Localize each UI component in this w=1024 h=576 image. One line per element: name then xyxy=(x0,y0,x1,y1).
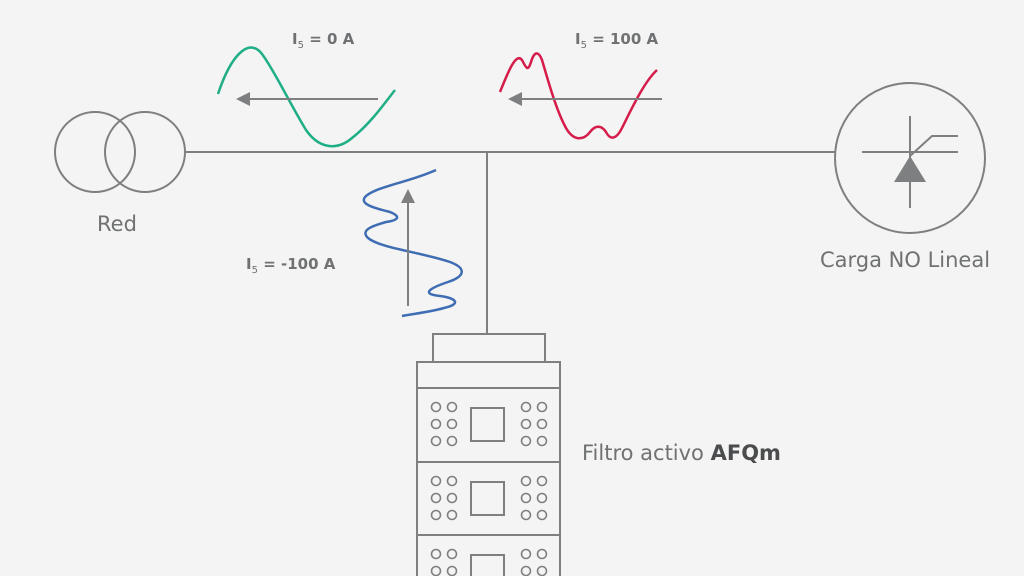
filter-modules xyxy=(430,401,548,576)
module-display xyxy=(470,481,505,516)
module-indicator xyxy=(536,475,548,487)
module-indicator xyxy=(520,565,532,576)
left-arrow-icon xyxy=(508,92,522,106)
module-indicator xyxy=(520,548,532,560)
module-indicator xyxy=(520,475,532,487)
module-indicator xyxy=(446,565,458,576)
module-indicator xyxy=(536,435,548,447)
filter-module xyxy=(430,401,548,447)
current-symbol: I xyxy=(292,30,298,48)
current-value: = 0 A xyxy=(309,30,355,48)
filter-label-prefix: Filtro activo xyxy=(582,441,711,465)
module-indicator xyxy=(430,509,442,521)
current-symbol: I xyxy=(246,255,252,273)
module-indicator xyxy=(536,418,548,430)
module-display xyxy=(470,554,505,576)
module-indicator xyxy=(430,435,442,447)
module-indicator xyxy=(430,548,442,560)
nonlinear-load-icon xyxy=(834,82,986,234)
module-indicator xyxy=(446,435,458,447)
load-current-wave xyxy=(498,52,662,140)
module-indicator xyxy=(430,492,442,504)
grid-current-wave xyxy=(216,46,396,148)
filter-current-wave xyxy=(362,168,463,318)
left-arrow-icon xyxy=(236,92,250,106)
module-indicator xyxy=(536,401,548,413)
grid-current-label: I5 = 0 A xyxy=(292,30,354,51)
module-indicator xyxy=(430,475,442,487)
module-indicator xyxy=(536,509,548,521)
module-indicator xyxy=(520,509,532,521)
module-indicator xyxy=(446,401,458,413)
filter-model: AFQm xyxy=(710,441,781,465)
module-indicator xyxy=(430,401,442,413)
load-label: Carga NO Lineal xyxy=(820,248,991,272)
module-indicator xyxy=(430,418,442,430)
active-filter-cabinet xyxy=(416,333,561,576)
current-subscript: 5 xyxy=(580,40,587,51)
current-subscript: 5 xyxy=(251,265,258,276)
current-subscript: 5 xyxy=(297,40,304,51)
up-arrow-icon xyxy=(401,189,415,203)
module-indicator xyxy=(520,401,532,413)
module-indicator xyxy=(430,565,442,576)
module-indicator xyxy=(446,492,458,504)
current-symbol: I xyxy=(575,30,581,48)
module-indicator xyxy=(520,418,532,430)
module-indicator xyxy=(446,475,458,487)
module-indicator xyxy=(520,492,532,504)
grid-label: Red xyxy=(97,212,137,236)
module-indicator xyxy=(536,548,548,560)
module-display xyxy=(470,407,505,442)
current-value: = -100 A xyxy=(263,255,336,273)
module-indicator xyxy=(446,548,458,560)
module-indicator xyxy=(446,509,458,521)
transformer-icon xyxy=(54,111,186,193)
filter-module xyxy=(430,475,548,521)
load-current-label: I5 = 100 A xyxy=(575,30,658,51)
module-indicator xyxy=(520,435,532,447)
filter-module xyxy=(430,548,548,576)
current-value: = 100 A xyxy=(592,30,659,48)
module-indicator xyxy=(446,418,458,430)
module-indicator xyxy=(536,565,548,576)
filter-label: Filtro activo AFQm xyxy=(582,441,781,465)
filter-current-label: I5 = -100 A xyxy=(246,255,335,276)
module-indicator xyxy=(536,492,548,504)
